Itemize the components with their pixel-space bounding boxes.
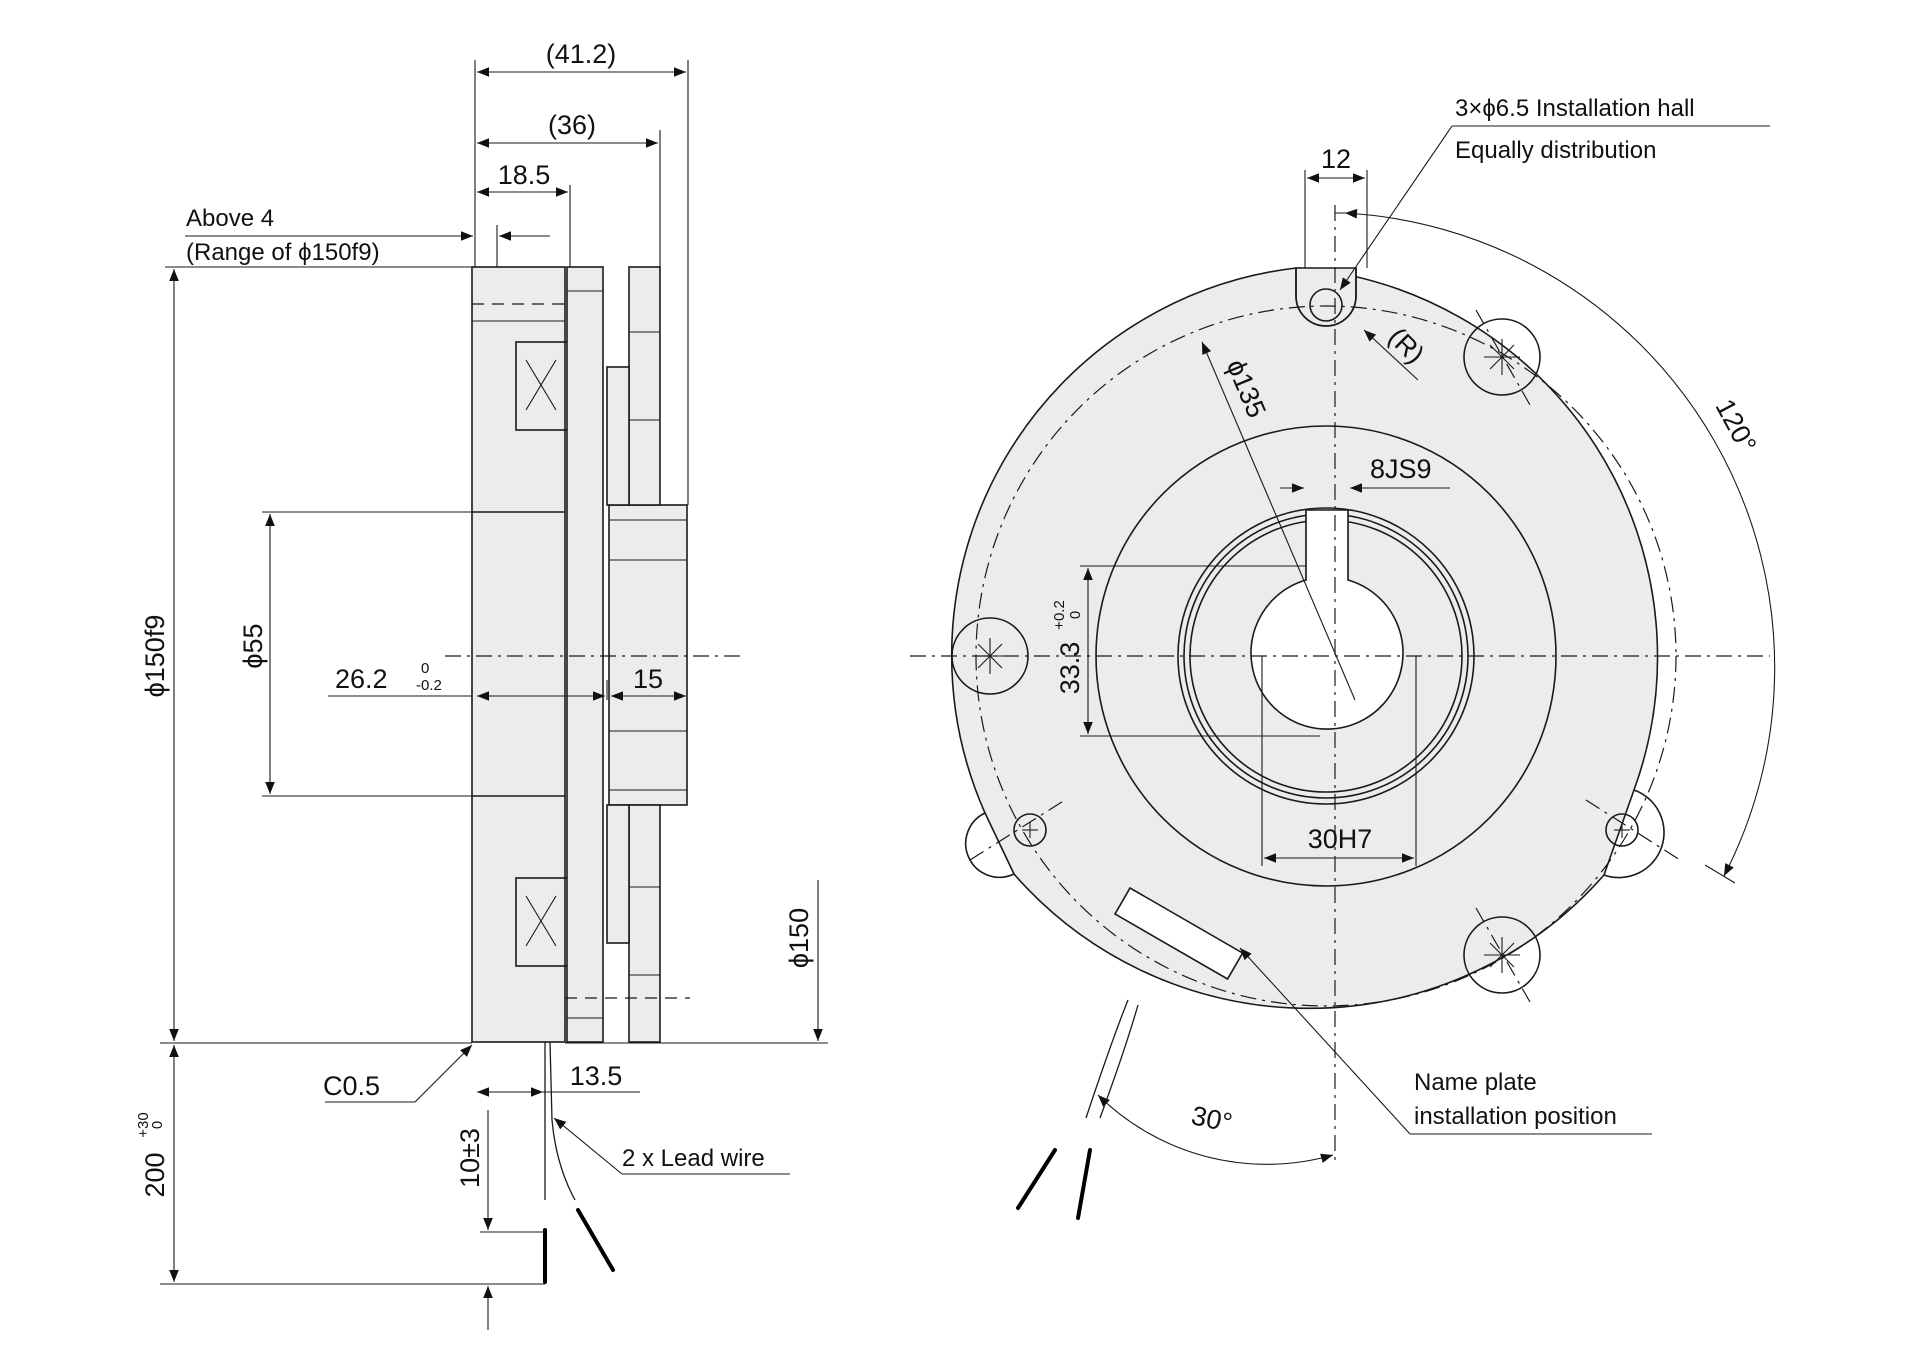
brake-body — [471, 266, 566, 1043]
note-above-4: Above 4 — [186, 205, 274, 232]
dim-phi150: ϕ150 — [784, 908, 814, 968]
dim-12: 12 — [1321, 144, 1351, 174]
note-install-hole: 3×ϕ6.5 Installation hall — [1455, 95, 1695, 122]
angle-120: 120° — [1710, 394, 1763, 457]
dim-18-5: 18.5 — [498, 160, 551, 190]
side-dimensions: (41.2) (36) 18.5 Above 4 (Range of ϕ150f… — [135, 39, 828, 1330]
dim-200-lower: 0 — [149, 1121, 166, 1129]
dim-26-2-lower: -0.2 — [416, 677, 442, 694]
armature-plate — [566, 266, 604, 1043]
dim-200: 200 — [140, 1152, 170, 1197]
dim-26-2-upper: 0 — [421, 660, 429, 677]
dim-33-3: 33.3 — [1055, 642, 1085, 695]
side-view: (41.2) (36) 18.5 Above 4 (Range of ϕ150f… — [135, 39, 828, 1330]
dim-33-3-lower: 0 — [1067, 611, 1084, 619]
arc-120 — [1344, 208, 1776, 877]
dim-26-2: 26.2 — [335, 664, 388, 694]
dim-15: 15 — [633, 664, 663, 694]
arc-30 — [1097, 1094, 1334, 1165]
note-install-pos: installation position — [1414, 1103, 1617, 1130]
dim-10-pm-3: 10±3 — [455, 1128, 485, 1188]
name-plate — [1113, 886, 1244, 981]
note-equally: Equally distribution — [1455, 137, 1656, 164]
dim-41-2: (41.2) — [546, 39, 617, 69]
dim-8js9: 8JS9 — [1370, 454, 1432, 484]
dim-13-5: 13.5 — [570, 1061, 623, 1091]
dim-c0-5: C0.5 — [323, 1071, 380, 1101]
dim-36: (36) — [548, 110, 596, 140]
dim-phi150f9: ϕ150f9 — [140, 615, 170, 698]
rotor-upper — [628, 266, 661, 506]
dim-200-upper: +30 — [135, 1112, 152, 1137]
hub — [608, 504, 688, 806]
dim-33-3-upper: +0.2 — [1051, 600, 1068, 630]
side-lead-wires — [543, 1041, 615, 1284]
angle-30: 30° — [1189, 1100, 1235, 1138]
note-range: (Range of ϕ150f9) — [186, 239, 380, 266]
note-name-plate: Name plate — [1414, 1069, 1537, 1096]
note-lead-wire: 2 x Lead wire — [622, 1145, 765, 1172]
front-view: 3×ϕ6.5 Installation hall Equally distrib… — [910, 95, 1776, 1220]
rotor-lower — [628, 804, 661, 1043]
front-lead-wires — [1016, 999, 1139, 1220]
dim-30h7: 30H7 — [1308, 824, 1373, 854]
dim-phi55: ϕ55 — [238, 623, 268, 668]
